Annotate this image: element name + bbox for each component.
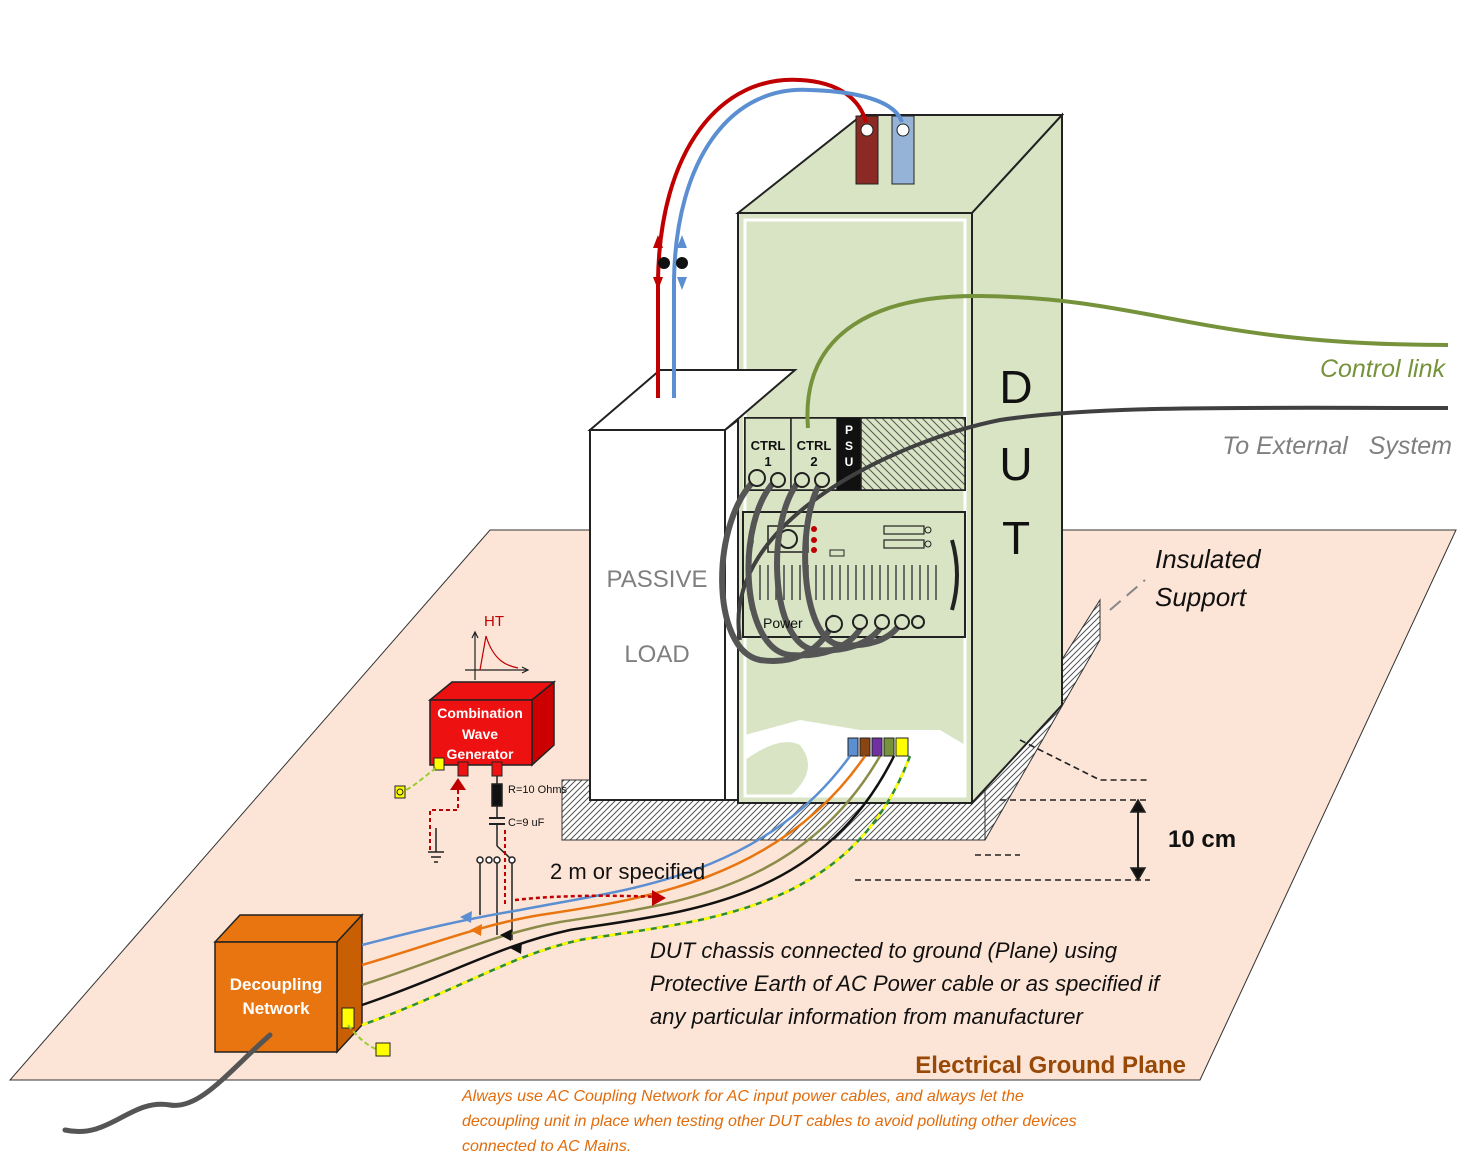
return-path-dashed [429,790,506,905]
earth-terminal-icon [394,757,445,799]
resistor-label: R=10 Ohms [508,784,567,796]
chassis-note-line-3: any particular information from manufact… [650,1004,1085,1029]
psu-label-s: S [845,439,853,453]
capacitor-label: C=9 uF [508,817,545,829]
load-cable-blue [672,87,904,398]
insulated-support-label-1: Insulated [1155,544,1262,574]
decoupling-label-2: Network [242,999,310,1018]
rc-coupling-network [476,776,516,940]
ctrl1-label-a: CTRL [751,438,786,453]
passive-load-label-2: LOAD [624,641,689,668]
decoupling-network [213,913,391,1057]
ht-label: HT [484,613,504,630]
height-dimension [855,739,1150,882]
footer-note-line-1: Always use AC Coupling Network for AC in… [461,1088,1024,1105]
chassis-note-line-2: Protective Earth of AC Power cable or as… [650,971,1162,996]
ctrl2-label-b: 2 [810,454,817,469]
cable-length-label: 2 m or specified [550,859,705,884]
chassis-note-line-1: DUT chassis connected to ground (Plane) … [650,938,1118,963]
mains-cable [62,1032,273,1134]
height-label: 10 cm [1168,826,1236,853]
external-cable [736,405,1449,641]
footer-note-line-2: decoupling unit in place when testing ot… [462,1113,1077,1130]
generator-label-3: Generator [447,746,514,762]
passive-load-label-1: PASSIVE [607,566,708,593]
ac-power-cables [361,755,912,1027]
generator-label-1: Combination [437,705,523,721]
footer-note-line-3: connected to AC Mains. [462,1138,631,1155]
psu-label-p: P [845,423,853,437]
dut-letter-t: T [1002,512,1030,564]
control-link-cable [805,293,1449,429]
ground-symbol-icon [428,828,444,863]
power-label: Power [763,615,803,631]
generator-label-2: Wave [462,726,498,742]
external-system-label: To External System [1222,432,1452,460]
ground-plane-label: Electrical Ground Plane [915,1052,1186,1079]
ht-waveform-icon [465,630,530,680]
dut-letter-u: U [999,438,1032,490]
ctrl2-label-a: CTRL [797,438,832,453]
control-link-label: Control link [1320,355,1447,383]
psu-label-u: U [845,455,854,469]
ctrl1-label-b: 1 [764,454,771,469]
load-cable-red [656,77,868,398]
decoupling-label-1: Decoupling [230,975,323,994]
dut-letter-d: D [999,361,1032,413]
combination-wave-generator [427,680,557,777]
insulated-support-label-2: Support [1155,582,1248,612]
